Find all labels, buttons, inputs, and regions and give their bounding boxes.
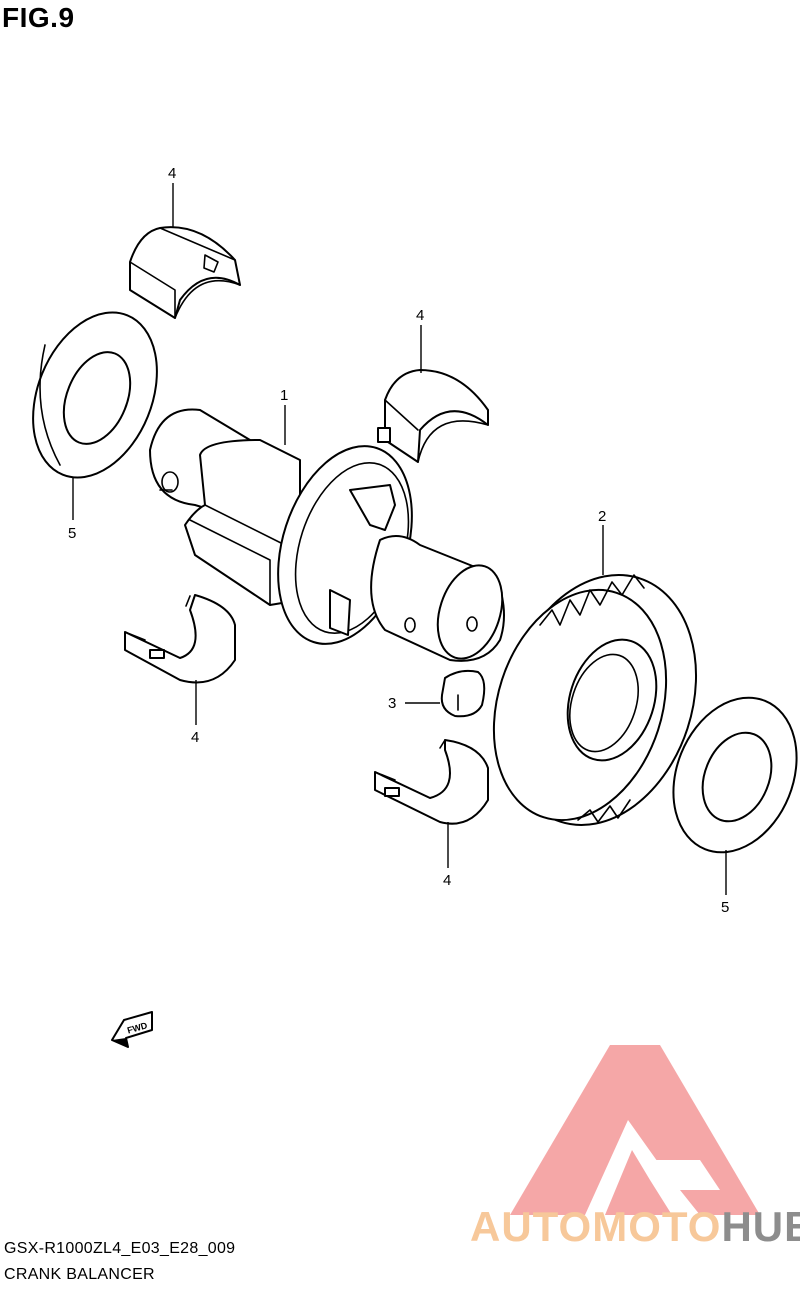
figure-title: FIG.9 (2, 2, 75, 33)
watermark-text: AUTOMOTOHUB (470, 1203, 800, 1251)
callout-label-4-top-left: 4 (168, 165, 176, 182)
forward-arrow-icon: FWD (111, 1011, 153, 1048)
balancer-shaft (149, 408, 505, 662)
diagram-code: GSX-R1000ZL4_E03_E28_009 (4, 1240, 236, 1257)
callout-label-4-upper-mid: 4 (416, 307, 424, 324)
bearing-shell-lower-left (124, 594, 236, 684)
bearing-shell-lower-middle (374, 739, 489, 825)
bearing-shell-top-left (129, 226, 241, 319)
bearing-shell-upper-middle (377, 369, 489, 463)
callout-label-4-lower-left: 4 (191, 729, 199, 746)
callout-label-3: 3 (388, 695, 396, 712)
callout-label-1: 1 (280, 387, 288, 404)
thrust-washer-left (32, 311, 158, 479)
callout-label-4-lower-mid: 4 (443, 872, 451, 889)
watermark-text-part2: HUB (721, 1203, 800, 1250)
callout-label-5-right: 5 (721, 899, 729, 916)
balancer-driven-gear (492, 573, 698, 827)
callout-label-2: 2 (598, 508, 606, 525)
leader-lines (72, 183, 727, 895)
watermark-text-part1: AUTOMOTO (470, 1203, 722, 1250)
thrust-washer-right (672, 696, 798, 854)
callout-label-5-left: 5 (68, 525, 76, 542)
diagram-name: CRANK BALANCER (4, 1266, 155, 1283)
key-part (440, 669, 486, 718)
watermark-logo-icon (510, 1045, 760, 1215)
